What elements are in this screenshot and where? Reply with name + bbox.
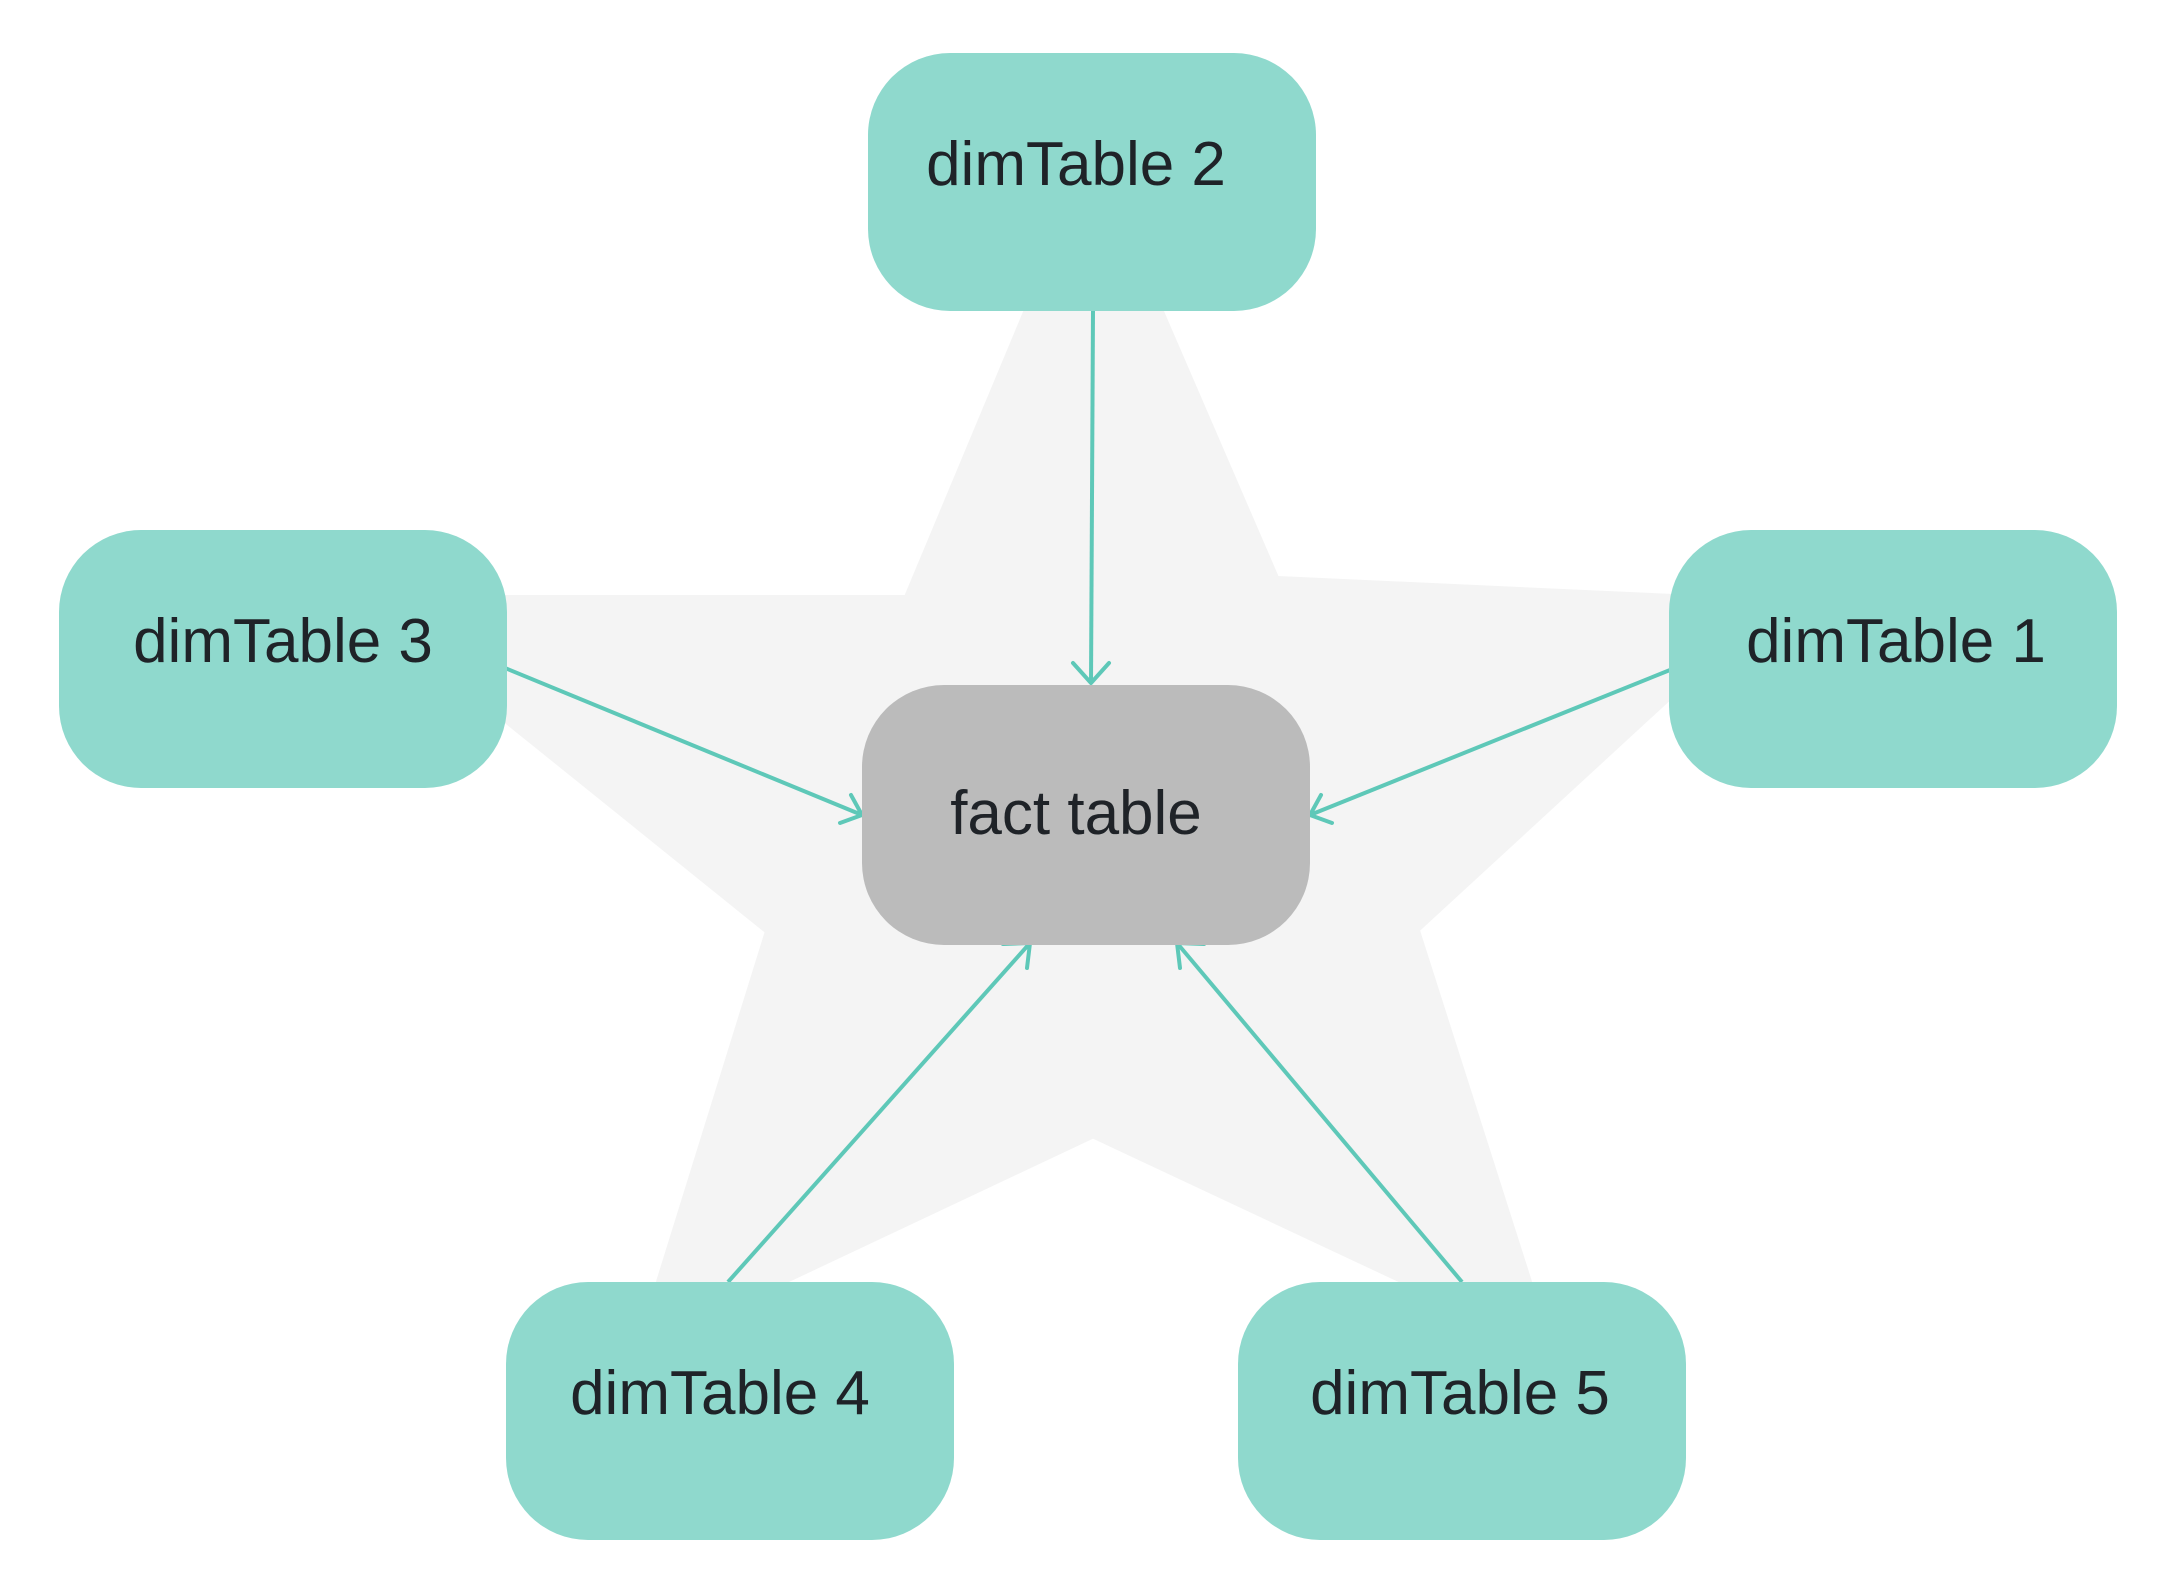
dimtable-2-node[interactable]: dimTable 2	[868, 53, 1316, 311]
dimtable-5-node[interactable]: dimTable 5	[1238, 1282, 1686, 1540]
fact-table-label: fact table	[950, 779, 1202, 848]
dimtable-1-node[interactable]: dimTable 1	[1669, 530, 2117, 788]
dimtable-5-label: dimTable 5	[1310, 1359, 1610, 1428]
dimtable-3-label: dimTable 3	[133, 607, 433, 676]
fact-table-node[interactable]: fact table	[862, 685, 1310, 945]
dimtable-4-node[interactable]: dimTable 4	[506, 1282, 954, 1540]
edge-dimtable-2-to-fact	[1071, 309, 1111, 685]
dimtable-1-label: dimTable 1	[1746, 607, 2046, 676]
dimtable-4-label: dimTable 4	[570, 1359, 870, 1428]
dimtable-3-node[interactable]: dimTable 3	[59, 530, 507, 788]
dimtable-2-label: dimTable 2	[926, 130, 1226, 199]
